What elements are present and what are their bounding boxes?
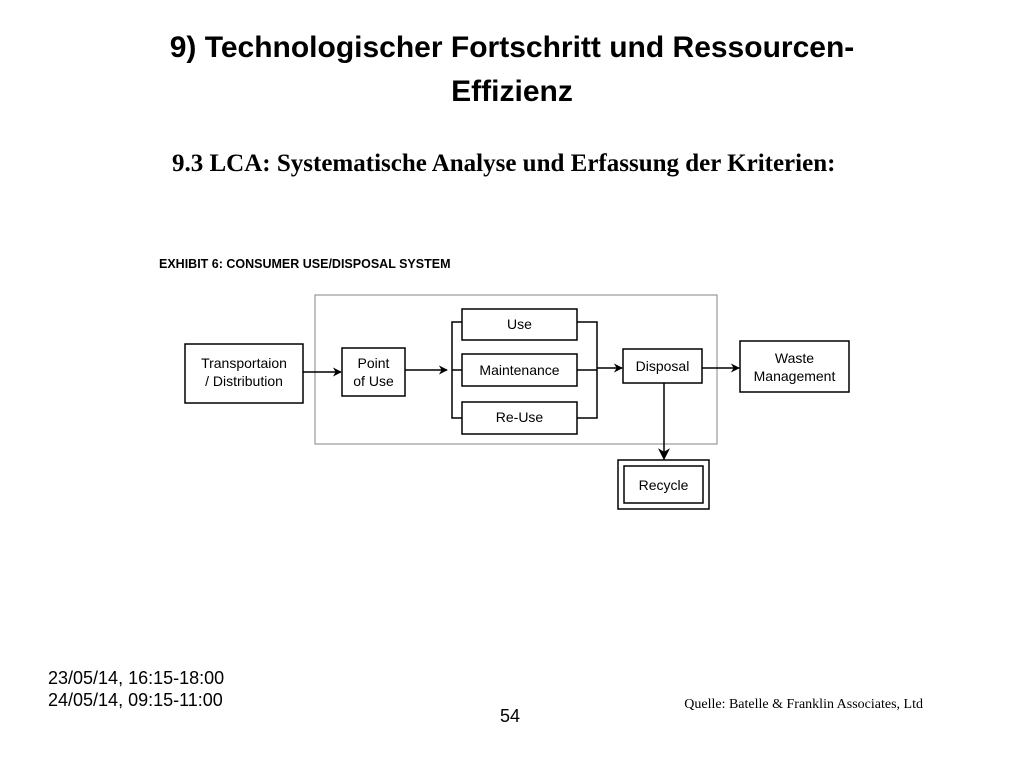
node-maintenance-label: Maintenance xyxy=(479,362,559,378)
node-transportation-line1: Transportaion xyxy=(201,355,287,371)
node-reuse-label: Re-Use xyxy=(496,409,544,425)
node-use: Use xyxy=(461,308,578,341)
source-citation: Quelle: Batelle & Franklin Associates, L… xyxy=(684,697,923,712)
node-transportation: Transportaion / Distribution xyxy=(184,343,304,404)
slide-subtitle: 9.3 LCA: Systematische Analyse und Erfas… xyxy=(172,150,836,177)
node-waste-management: Waste Management xyxy=(739,340,850,393)
lecture-date-2: 24/05/14, 09:15-11:00 xyxy=(48,690,223,710)
node-point-of-use-line2: of Use xyxy=(353,373,394,389)
node-waste-management-line2: Management xyxy=(754,368,836,384)
node-reuse: Re-Use xyxy=(461,401,578,435)
node-disposal: Disposal xyxy=(622,348,703,384)
system-boundary xyxy=(314,294,718,445)
node-recycle-label: Recycle xyxy=(639,477,689,493)
lecture-dates: 23/05/14, 16:15-18:00 24/05/14, 09:15-11… xyxy=(48,667,224,711)
lecture-date-1: 23/05/14, 16:15-18:00 xyxy=(48,668,225,688)
node-recycle: Recycle xyxy=(617,459,710,510)
node-disposal-label: Disposal xyxy=(636,358,690,374)
node-maintenance: Maintenance xyxy=(461,353,578,387)
node-waste-management-line1: Waste xyxy=(775,350,814,366)
node-point-of-use-line1: Point xyxy=(358,355,390,371)
page-number: 54 xyxy=(500,706,521,726)
node-use-label: Use xyxy=(507,316,532,332)
exhibit-title: EXHIBIT 6: CONSUMER USE/DISPOSAL SYSTEM xyxy=(159,257,450,271)
slide-title-line2: Effizienz xyxy=(451,75,573,108)
slide-title-line1: 9) Technologischer Fortschritt und Resso… xyxy=(169,31,855,64)
node-transportation-line2: / Distribution xyxy=(205,373,283,389)
node-point-of-use: Point of Use xyxy=(341,347,406,397)
slide-title: 9) Technologischer Fortschritt und Resso… xyxy=(0,26,1024,114)
